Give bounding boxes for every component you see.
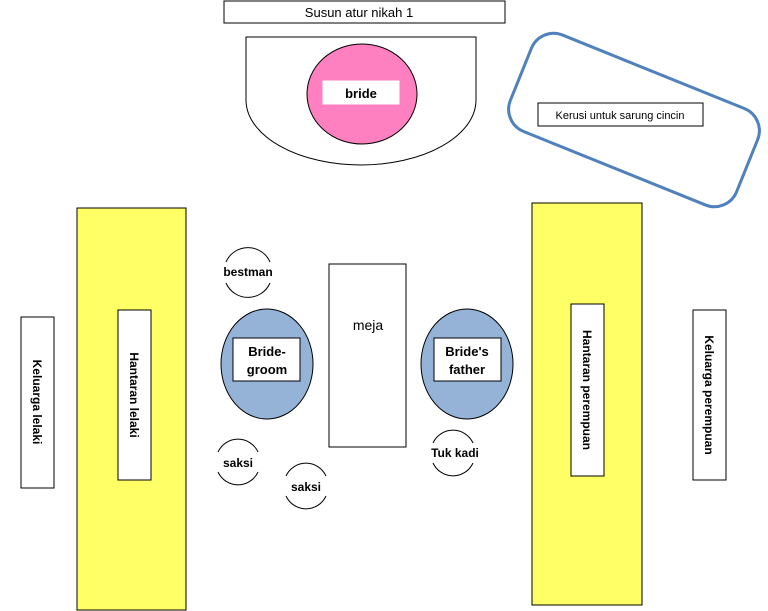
ring-chair-area (507, 31, 761, 209)
keluarga-perempuan-area (692, 309, 727, 481)
ring-chair-label-box (537, 102, 704, 127)
keluarga-lelaki-label: Keluarga lelaki (30, 360, 44, 445)
meja-label: meja (353, 317, 384, 333)
bride-label: bride (345, 86, 377, 101)
hantaran-perempuan-label: Hantaran perempuan (580, 330, 594, 450)
brides-father-label-line2: father (449, 362, 485, 377)
hantaran-perempuan-label-box (570, 303, 605, 477)
title-box (223, 0, 506, 24)
ring-chair-label: Kerusi untuk sarung cincin (555, 110, 684, 122)
brides-father-label-box (433, 337, 502, 382)
hantaran-lelaki-label: Hantaran lelaki (127, 352, 141, 437)
bridegroom-label-box (232, 337, 301, 382)
tuk-kadi-label: Tuk kadi (431, 446, 479, 460)
keluarga-perempuan-label: Keluarga perempuan (702, 335, 716, 454)
bestman-label: bestman (223, 265, 272, 279)
bestman-seat (225, 247, 271, 298)
keluarga-lelaki-area (20, 316, 55, 489)
bridegroom-label-line2: groom (247, 362, 287, 377)
diagram-title: Susun atur nikah 1 (305, 5, 413, 20)
saksi-label-2: saksi (291, 480, 321, 494)
bridegroom-label-line1: Bride- (248, 344, 286, 359)
bride-label-box (322, 80, 400, 105)
saksi-seat-1 (217, 438, 259, 486)
meja-table (328, 263, 407, 448)
saksi-seat-2 (285, 462, 327, 510)
hantaran-lelaki-label-box (117, 309, 152, 481)
brides-father-label-line1: Bride's (445, 344, 489, 359)
tuk-kadi-seat (432, 429, 474, 477)
saksi-label-1: saksi (223, 456, 253, 470)
